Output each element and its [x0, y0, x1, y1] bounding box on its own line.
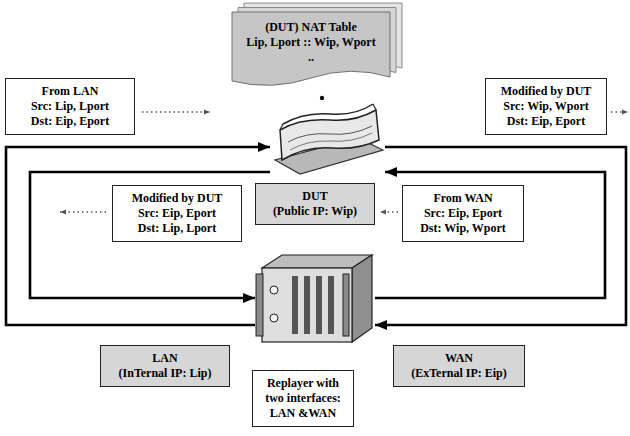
body-text: Src: Eip, Eport	[119, 206, 235, 221]
table-dot	[320, 96, 324, 100]
server-machine	[256, 255, 372, 342]
device-label: DUT(Public IP: Wip)	[255, 183, 375, 225]
body-text: (InTernal IP: Lip)	[107, 366, 223, 381]
body-text: (Public IP: Wip)	[262, 204, 368, 219]
interface-label: WAN(ExTernal IP: Eip)	[393, 345, 525, 387]
heading-text: From LAN	[12, 84, 128, 99]
body-text: Src: Lip, Lport	[12, 99, 128, 114]
heading-text: From WAN	[409, 191, 517, 206]
nat-table: (DUT) NAT TableLip, Lport :: Wip, Wport.…	[232, 12, 390, 87]
router-device	[275, 104, 383, 174]
flow-connector	[375, 147, 626, 325]
packet-box: Modified by DUTSrc: Wip, WportDst: Eip, …	[485, 78, 607, 135]
flow-connector	[6, 147, 270, 325]
body-text: Dst: Eip, Eport	[492, 114, 600, 129]
body-text: Dst: Lip, Lport	[119, 221, 235, 236]
packet-box: From WANSrc: Eip, EportDst: Wip, Wport	[402, 185, 524, 242]
flow-connector	[375, 172, 605, 298]
heading-text: WAN	[400, 351, 518, 366]
body-text: ..	[238, 50, 384, 65]
heading-text: (DUT) NAT Table	[238, 20, 384, 35]
body-text: Src: Wip, Wport	[492, 99, 600, 114]
heading-text: LAN	[107, 351, 223, 366]
heading-text: Modified by DUT	[492, 84, 600, 99]
flow-connector	[30, 172, 270, 298]
packet-box: Modified by DUTSrc: Eip, EportDst: Lip, …	[112, 185, 242, 242]
body-text: Src: Eip, Eport	[409, 206, 517, 221]
packet-box: From LANSrc: Lip, LportDst: Eip, Eport	[5, 78, 135, 135]
interface-label: LAN(InTernal IP: Lip)	[100, 345, 230, 387]
body-text: (ExTernal IP: Eip)	[400, 366, 518, 381]
heading-text: Replayer with two interfaces: LAN &WAN	[259, 376, 347, 421]
body-text: Lip, Lport :: Wip, Wport	[238, 35, 384, 50]
heading-text: Modified by DUT	[119, 191, 235, 206]
replayer-label: Replayer with two interfaces: LAN &WAN	[252, 370, 354, 427]
body-text: Dst: Eip, Eport	[12, 114, 128, 129]
body-text: Dst: Wip, Wport	[409, 221, 517, 236]
heading-text: DUT	[262, 189, 368, 204]
